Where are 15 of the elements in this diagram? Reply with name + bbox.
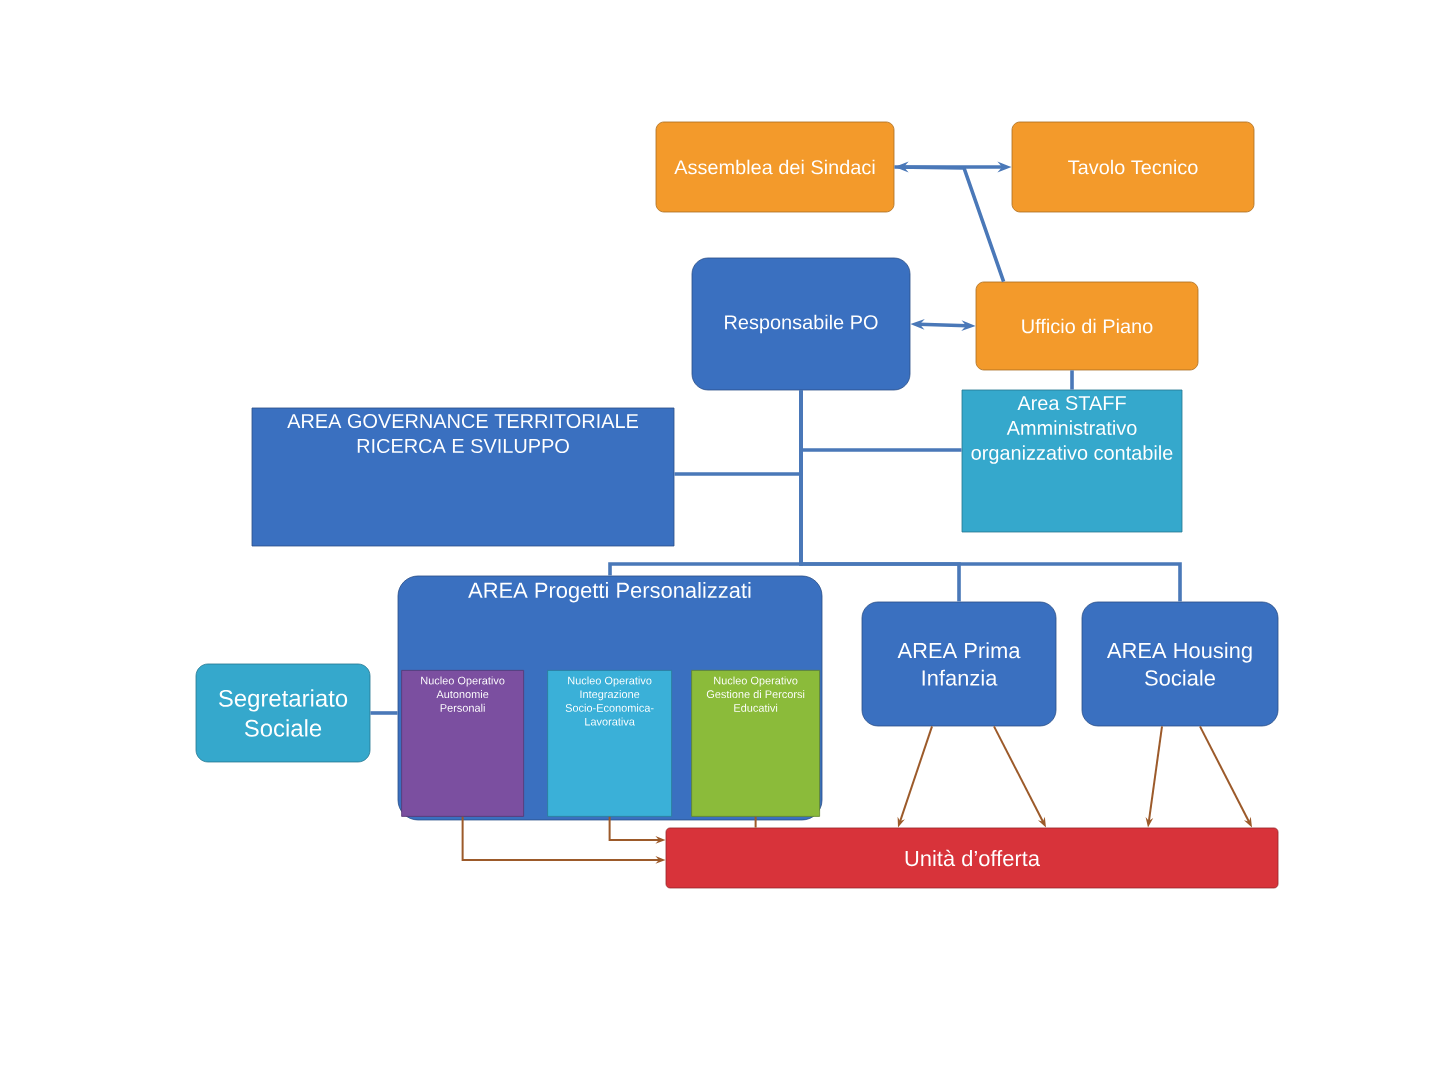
area-box: AREA GOVERNANCE TERRITORIALE RICERCA E SVILUPPO (251, 407, 675, 547)
connector (799, 390, 1182, 602)
process-box: Assemblea dei Sindaci (655, 121, 895, 213)
process-box: Segretariato Sociale (195, 663, 371, 763)
area-box: Area STAFF Amministrativo organizzativo contabile (961, 389, 1183, 533)
connector (894, 165, 1006, 283)
connector (754, 815, 757, 829)
process-box: Responsabile PO (691, 257, 911, 391)
process-box: Tavolo Tecnico (1011, 121, 1255, 213)
connector (370, 711, 398, 715)
output-box: Unità d’offerta (665, 827, 1279, 889)
connector (1070, 370, 1074, 390)
process-box: AREA Housing Sociale (1081, 601, 1279, 727)
process-box: Ufficio di Piano (975, 281, 1199, 371)
process-box: AREA Prima Infanzia (861, 601, 1057, 727)
